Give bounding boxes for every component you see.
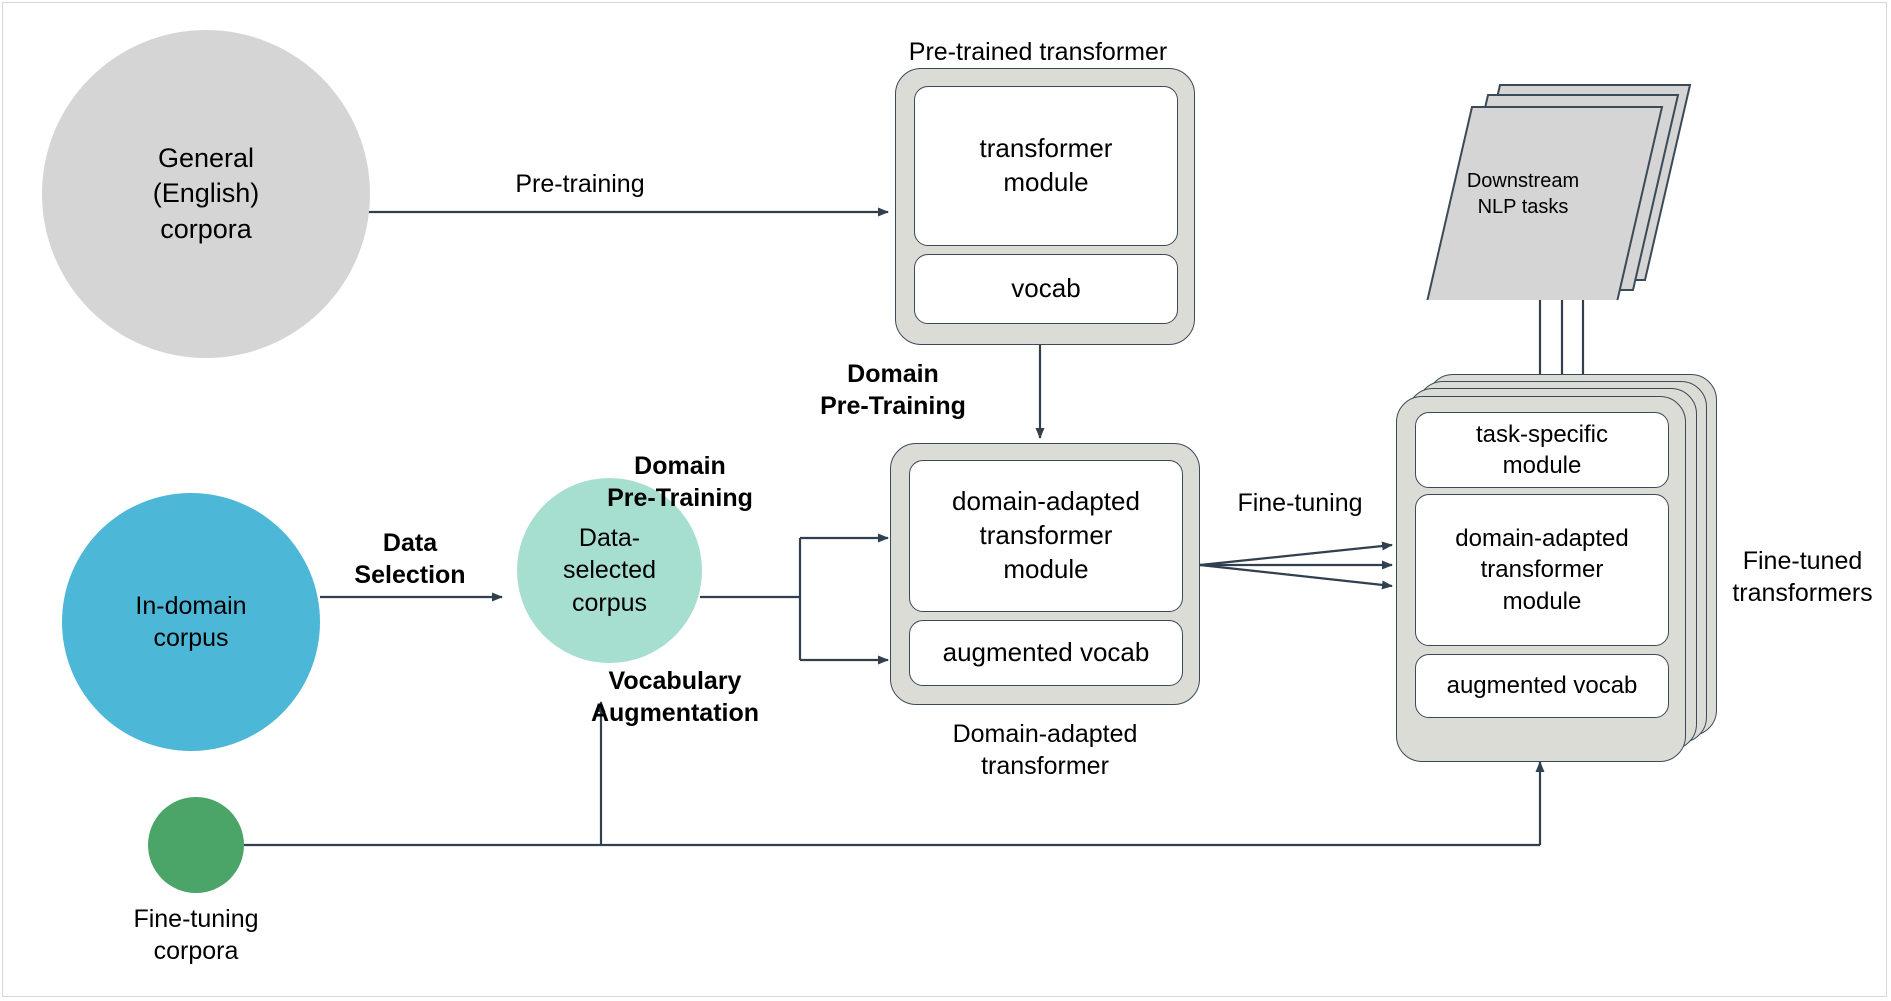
node-general-corpora-label: General (English) corpora bbox=[152, 143, 260, 244]
pretrained-transformer-module-label: transformer module bbox=[979, 133, 1113, 197]
fine-tuned-augmented-vocab: augmented vocab bbox=[1415, 654, 1669, 718]
domain-adapted-transformer-shell: domain-adapted transformer module augmen… bbox=[890, 443, 1200, 705]
edge-fine-tuning-3 bbox=[1199, 563, 1393, 590]
fine-tuned-augmented-vocab-label: augmented vocab bbox=[1446, 672, 1638, 700]
pretrained-transformer-vocab: vocab bbox=[914, 254, 1178, 324]
fine-tuned-transformers-shell: task-specific module domain-adapted tran… bbox=[1396, 396, 1686, 762]
downstream-tasks-label: Downstream NLP tasks bbox=[1466, 170, 1580, 219]
node-in-domain-corpus: In-domain corpus bbox=[62, 493, 320, 751]
domain-adapted-transformer-vocab: augmented vocab bbox=[909, 620, 1183, 686]
downstream-tasks-stack: Downstream NLP tasks bbox=[1400, 50, 1750, 303]
fine-tuned-task-specific-module: task-specific module bbox=[1415, 412, 1669, 488]
edge-label-data-selection: Data Selection bbox=[354, 529, 466, 589]
domain-adapted-transformer-vocab-label: augmented vocab bbox=[942, 637, 1150, 668]
fine-tuned-transformers-caption: Fine-tuned transformers bbox=[1732, 547, 1873, 607]
edge-label-pre-training: Pre-training bbox=[515, 170, 645, 198]
node-data-selected-corpus-label: Data- selected corpus bbox=[562, 523, 657, 617]
edge-label-domain-pre-training-top: Domain Pre-Training bbox=[820, 360, 966, 420]
edge-label-vocabulary-augmentation: Vocabulary Augmentation bbox=[590, 667, 760, 727]
domain-adapted-transformer-caption: Domain-adapted transformer bbox=[952, 720, 1138, 780]
node-general-corpora: General (English) corpora bbox=[42, 30, 370, 358]
fine-tuned-transformer-module-label: domain-adapted transformer module bbox=[1455, 525, 1629, 615]
node-fine-tuning-corpora bbox=[148, 797, 244, 893]
fine-tuned-task-specific-module-label: task-specific module bbox=[1475, 420, 1609, 479]
node-in-domain-corpus-label: In-domain corpus bbox=[135, 591, 247, 653]
domain-adapted-transformer-module: domain-adapted transformer module bbox=[909, 460, 1183, 612]
downstream-tasks-svg bbox=[1425, 84, 1692, 303]
fine-tuned-transformer-module: domain-adapted transformer module bbox=[1415, 494, 1669, 646]
pretrained-transformer-shell: transformer module vocab bbox=[895, 68, 1195, 345]
node-fine-tuning-corpora-label: Fine-tuning corpora bbox=[133, 905, 259, 965]
node-data-selected-corpus: Data- selected corpus bbox=[517, 478, 702, 663]
edge-label-domain-pre-training-left: Domain Pre-Training bbox=[607, 452, 753, 512]
pretrained-transformer-vocab-label: vocab bbox=[1011, 273, 1081, 304]
domain-adapted-transformer-module-label: domain-adapted transformer module bbox=[952, 486, 1140, 584]
pretrained-transformer-module: transformer module bbox=[914, 86, 1178, 246]
edge-label-fine-tuning: Fine-tuning bbox=[1237, 489, 1363, 517]
pretrained-transformer-caption: Pre-trained transformer bbox=[908, 38, 1168, 66]
edge-fine-tuning-1 bbox=[1199, 541, 1393, 567]
